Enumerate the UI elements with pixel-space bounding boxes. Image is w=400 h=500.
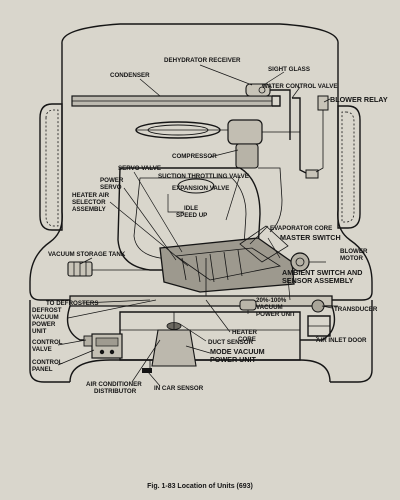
label-condenser: CONDENSER [110, 72, 150, 79]
label-in-car-sensor: IN CAR SENSOR [154, 385, 204, 392]
figure-caption: Fig. 1-83 Location of Units (693) [147, 483, 253, 490]
label-power-servo-line2: SERVO [100, 184, 122, 191]
leader-lines [57, 64, 333, 387]
air-inlet-door [307, 315, 331, 337]
label-idle-speed-line2: SPEED UP [176, 212, 207, 219]
transducer [311, 299, 338, 313]
label-ac-distributor-line1: AIR CONDITIONER [86, 381, 142, 388]
label-servo-valve: SERVO VALVE [118, 165, 161, 172]
in-car-sensor [142, 368, 152, 373]
evaporator-case [159, 225, 295, 293]
label-expansion-valve: EXPANSION VALVE [172, 185, 229, 192]
label-idle-speed-line1: IDLE [184, 205, 198, 212]
label-heater-core-line1: HEATER [232, 329, 258, 336]
label-suction-throttling-valve: SUCTION THROTTLING VALVE [158, 173, 249, 180]
label-defrost-line2: VACUUM [32, 314, 59, 321]
label-control-panel-line1: CONTROL [32, 359, 63, 366]
label-to-defrosters: TO DEFROSTERS [46, 300, 99, 307]
wheel-well-left [39, 103, 63, 231]
wheel-well-right [337, 105, 361, 229]
label-ac-distributor-line2: DISTRIBUTOR [94, 388, 137, 395]
label-vacuum-power-line2: VACUUM [256, 304, 283, 311]
condenser [71, 95, 281, 107]
label-blower-motor-line1: BLOWER [340, 248, 368, 255]
vacuum-lines [149, 131, 300, 368]
compressor [135, 119, 263, 169]
label-heater-core-line2: CORE [238, 336, 256, 343]
vacuum-power-unit [239, 299, 257, 311]
label-vacuum-power-line3: POWER UNIT [256, 311, 296, 318]
water-control-valve [292, 97, 319, 179]
label-power-servo-line1: POWER [100, 177, 124, 184]
control-panel [91, 333, 123, 359]
label-blower-motor-line2: MOTOR [340, 255, 363, 262]
label-heater-air-line3: ASSEMBLY [72, 206, 107, 213]
label-master-switch: MASTER SWITCH [280, 233, 341, 242]
label-heater-air-line1: HEATER AIR [72, 192, 110, 199]
label-vacuum-storage-tank: VACUUM STORAGE TANK [48, 251, 126, 258]
label-mode-vacuum-line2: POWER UNIT [210, 355, 257, 364]
label-mode-vacuum-line1: MODE VACUUM [210, 347, 265, 356]
label-defrost-line4: UNIT [32, 328, 47, 335]
label-blower-relay: BLOWER RELAY [330, 95, 388, 104]
label-ambient-switch-line2: SENSOR ASSEMBLY [282, 276, 354, 285]
label-transducer: TRANSDUCER [334, 306, 378, 313]
control-valve [83, 335, 93, 347]
blower-motor [290, 252, 326, 272]
label-dehydrator-receiver: DEHYDRATOR RECEIVER [164, 57, 241, 64]
label-compressor: COMPRESSOR [172, 153, 217, 160]
label-air-inlet-door: AIR INLET DOOR [316, 337, 367, 344]
label-defrost-line1: DEFROST [32, 307, 62, 314]
label-duct-sensor: DUCT SENSOR [208, 339, 254, 346]
vacuum-storage-tank [67, 261, 150, 277]
label-vacuum-power-line1: 20%-100% [256, 297, 287, 304]
label-control-valve-line1: CONTROL [32, 339, 63, 346]
label-evaporator-core: EVAPORATOR CORE [270, 225, 332, 232]
label-control-panel-line2: PANEL [32, 366, 53, 373]
dehydrator-receiver [245, 83, 291, 140]
label-control-valve-line2: VALVE [32, 346, 52, 353]
label-defrost-line3: POWER [32, 321, 56, 328]
labels: DEHYDRATOR RECEIVER SIGHT GLASS CONDENSE… [32, 57, 388, 395]
label-sight-glass: SIGHT GLASS [268, 66, 310, 73]
label-heater-air-line2: SELECTOR [72, 199, 106, 206]
label-water-control-valve: WATER CONTROL VALVE [262, 83, 338, 90]
blower-relay [315, 95, 329, 173]
label-ambient-switch-line1: AMBIENT SWITCH AND [282, 268, 362, 277]
